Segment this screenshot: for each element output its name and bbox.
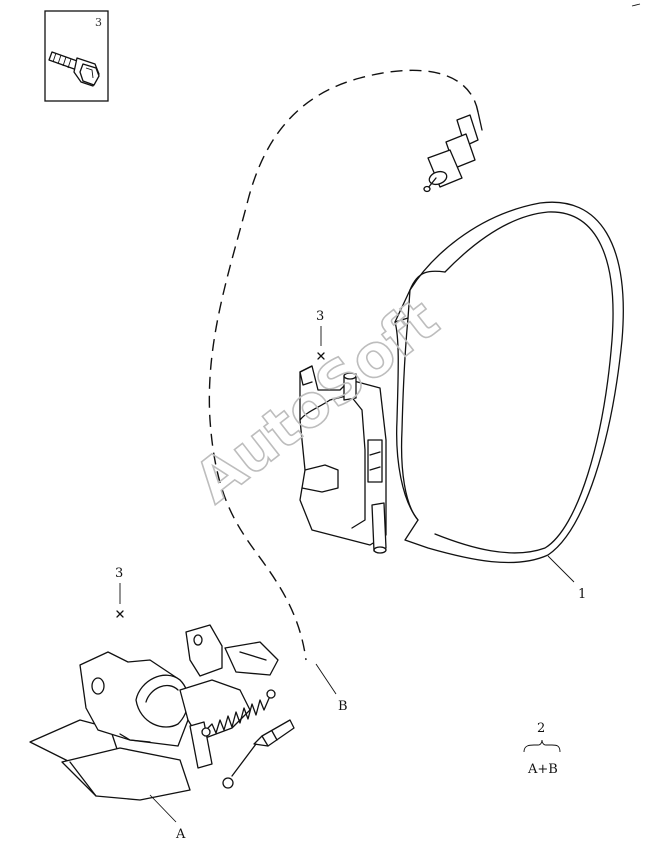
screw-marker-lower: 3 xyxy=(115,566,124,618)
cable-end-fitting xyxy=(423,111,483,193)
leader-a xyxy=(149,794,177,823)
callout-b: B xyxy=(338,699,348,714)
plunger-rod xyxy=(222,719,295,789)
kit-contents: A+B xyxy=(527,762,558,777)
screw-marker-icon xyxy=(317,352,325,360)
kit-brace xyxy=(523,739,561,753)
callout-1: 1 xyxy=(578,587,586,602)
latch-assembly xyxy=(29,624,295,801)
bolt-inset: 3 xyxy=(44,10,109,102)
bolt-icon xyxy=(48,51,100,87)
callout-3-upper: 3 xyxy=(316,309,324,324)
kit-number: 2 xyxy=(537,721,545,736)
callout-a: A xyxy=(175,827,186,842)
inset-label: 3 xyxy=(95,16,102,29)
coil-spring xyxy=(201,689,276,737)
screw-marker-icon xyxy=(116,610,124,618)
hinge-bracket xyxy=(299,365,387,554)
corner-mark xyxy=(631,3,641,7)
callout-3-lower: 3 xyxy=(115,566,123,581)
release-cable xyxy=(208,69,479,661)
kit-callout: 2 A+B xyxy=(523,721,561,777)
leader-1 xyxy=(547,555,575,583)
screw-marker-upper: 3 xyxy=(316,309,325,360)
filler-door-ring xyxy=(394,201,624,564)
leader-b xyxy=(315,663,337,695)
